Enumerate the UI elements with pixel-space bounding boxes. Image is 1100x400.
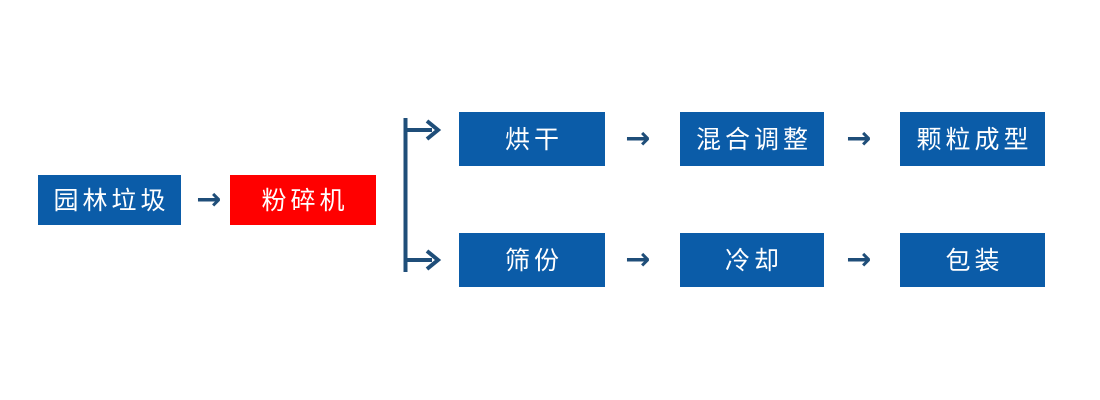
node-garden-waste[interactable]: 园林垃圾: [38, 175, 181, 225]
branch-bracket-icon: [403, 118, 442, 272]
arrow-right-icon: →: [625, 242, 651, 277]
node-sieving[interactable]: 筛份: [459, 233, 605, 287]
node-granule-forming[interactable]: 颗粒成型: [900, 112, 1045, 166]
arrow-right-icon: →: [846, 242, 872, 277]
node-packing[interactable]: 包装: [900, 233, 1045, 287]
node-cooling[interactable]: 冷却: [680, 233, 824, 287]
node-drying[interactable]: 烘干: [459, 112, 605, 166]
node-mixing-adjustment[interactable]: 混合调整: [680, 112, 824, 166]
arrow-right-icon: →: [196, 182, 222, 217]
arrow-right-icon: →: [846, 121, 872, 156]
branch-split-bracket: [396, 110, 446, 282]
node-crusher[interactable]: 粉碎机: [230, 175, 376, 225]
arrow-right-icon: →: [625, 121, 651, 156]
